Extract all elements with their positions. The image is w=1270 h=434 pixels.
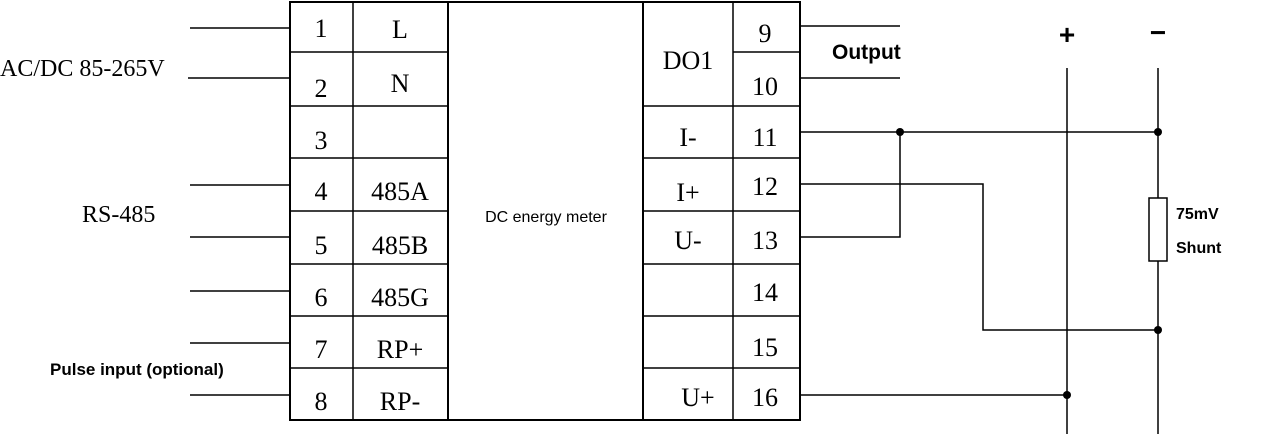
shunt-name-label: Shunt: [1176, 240, 1222, 257]
wire-terminal-12: [800, 183, 1158, 331]
junction-dot: [1154, 326, 1162, 334]
terminal-label: DO1: [663, 46, 714, 75]
terminal-number: 10: [752, 72, 778, 101]
terminal-number: 8: [315, 387, 328, 416]
terminal-number: 16: [752, 383, 778, 412]
plus-symbol: +: [1059, 19, 1075, 50]
power-supply-label: AC/DC 85-265V: [0, 56, 165, 82]
terminal-label: I-: [679, 123, 696, 152]
terminal-label: U-: [674, 226, 701, 255]
terminal-label: N: [391, 69, 410, 98]
terminal-label: RP+: [377, 335, 423, 364]
terminal-label: 485B: [372, 231, 428, 260]
terminal-number: 12: [752, 172, 778, 201]
terminal-number: 11: [752, 123, 777, 152]
terminal-number: 7: [315, 335, 328, 364]
left-terminal-block: 1 2 3 4 5 6 7 8 L N 485A 485B 485G RP+ R…: [289, 1, 449, 421]
junction-dot: [1063, 391, 1071, 399]
terminal-label: U+: [681, 383, 714, 412]
minus-symbol: −: [1150, 17, 1166, 48]
junction-dot: [1154, 128, 1162, 136]
pulse-input-label: Pulse input (optional): [50, 360, 224, 379]
meter-label: DC energy meter: [485, 209, 607, 226]
rs485-label: RS-485: [82, 202, 155, 228]
terminal-label: 485G: [371, 283, 429, 312]
terminal-label: 485A: [371, 177, 429, 206]
terminal-label: RP-: [380, 387, 420, 416]
terminal-number: 13: [752, 226, 778, 255]
terminal-number: 4: [315, 177, 328, 206]
terminal-number: 9: [759, 19, 772, 48]
terminal-number: 6: [315, 283, 328, 312]
left-wiring: AC/DC 85-265V RS-485 Pulse input (option…: [0, 27, 290, 396]
shunt-value-label: 75mV: [1176, 206, 1219, 223]
terminal-number: 1: [315, 14, 328, 43]
terminal-label: I+: [676, 178, 699, 207]
right-terminal-block: DO1 I- I+ U- U+ 9 10 11 12 13 14 15 16: [642, 1, 801, 421]
terminal-number: 2: [315, 74, 328, 103]
terminal-number: 14: [752, 278, 778, 307]
output-label: Output: [832, 41, 901, 64]
right-wiring: Output + − 75mV Shunt: [800, 17, 1222, 434]
meter-body: DC energy meter: [447, 1, 644, 421]
terminal-label: L: [392, 15, 408, 44]
terminal-number: 15: [752, 333, 778, 362]
terminal-number: 5: [315, 231, 328, 260]
wire-terminal-13: [800, 132, 901, 238]
terminal-number: 3: [315, 126, 328, 155]
shunt-resistor-icon: [1148, 197, 1168, 262]
